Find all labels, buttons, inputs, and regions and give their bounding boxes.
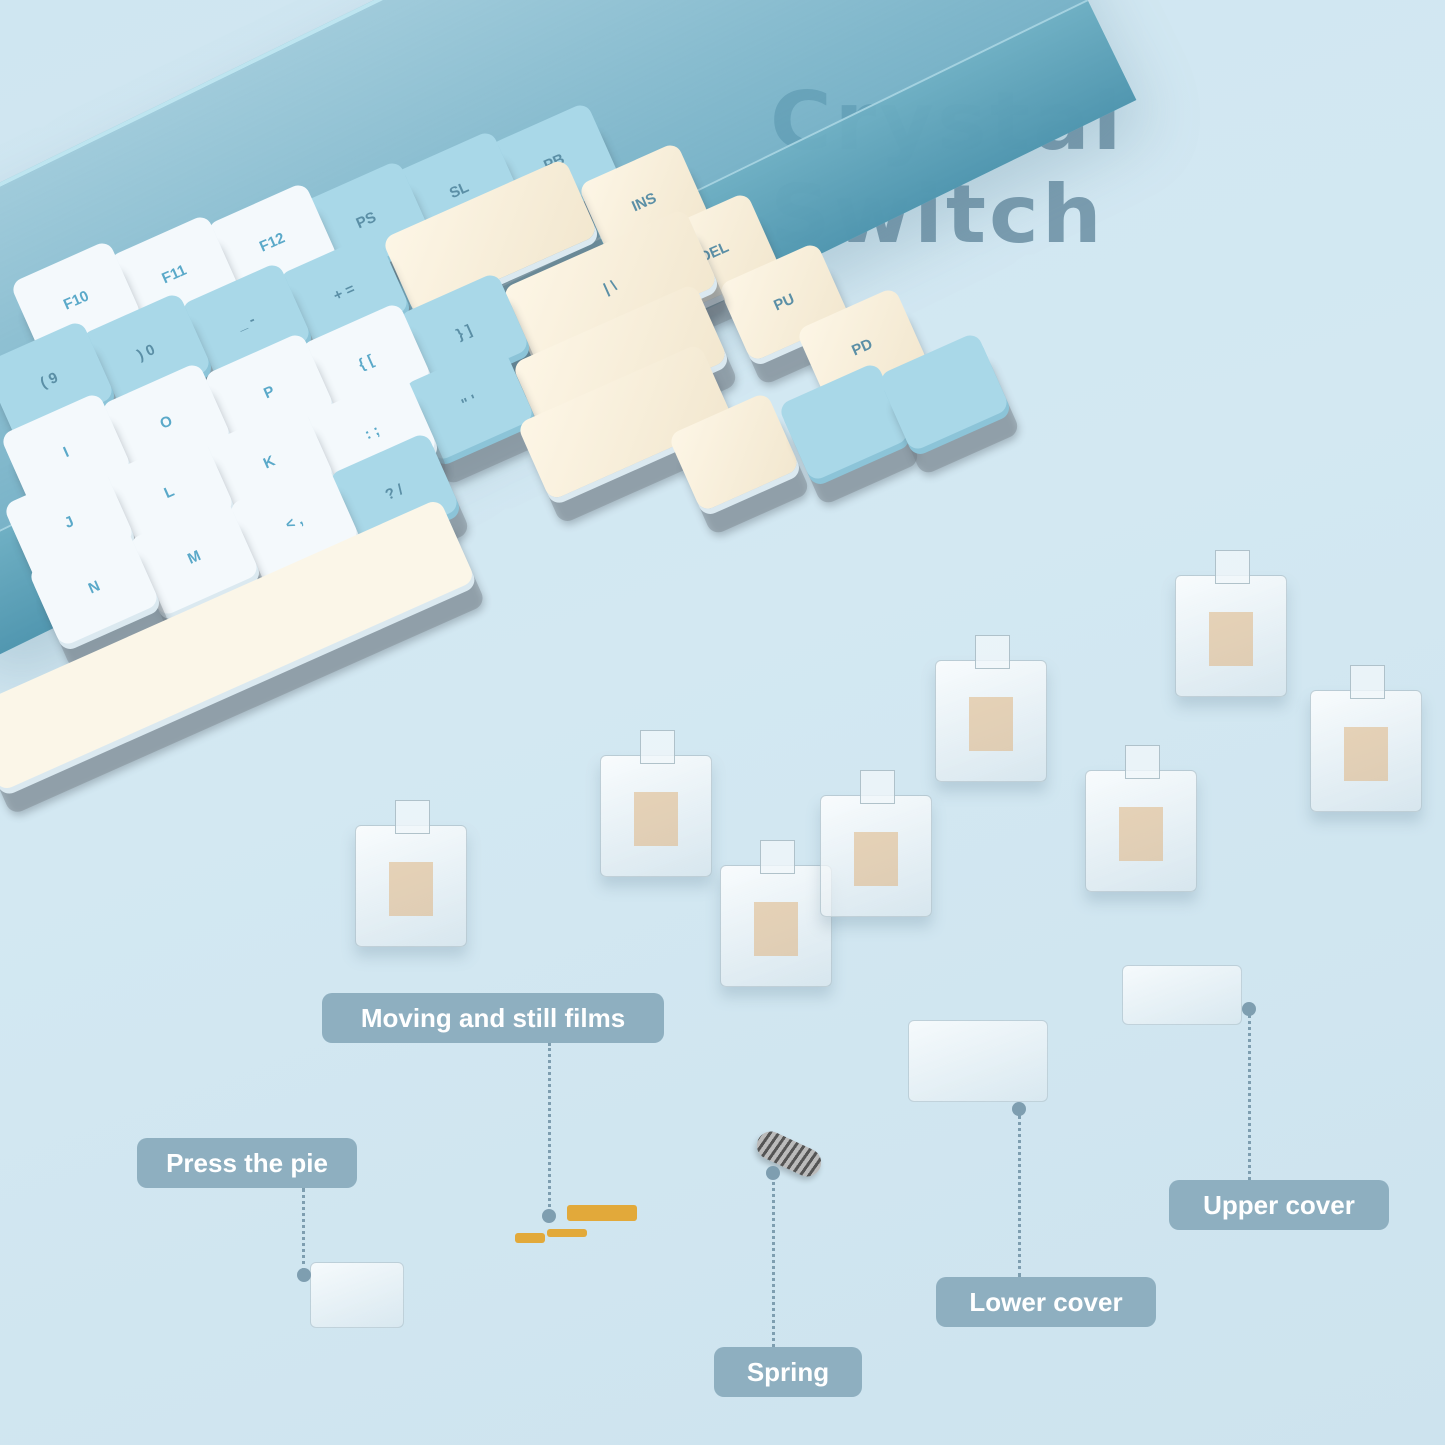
callout-spring: Spring xyxy=(714,1347,862,1397)
leader-line-spring xyxy=(772,1175,775,1347)
callout-moving-and-still-films: Moving and still films xyxy=(322,993,664,1043)
leader-dot-upper-cover xyxy=(1242,1002,1256,1016)
press-pie-part xyxy=(310,1262,404,1328)
switch-1 xyxy=(355,800,467,947)
switch-7 xyxy=(1175,550,1287,697)
spring-part xyxy=(752,1126,826,1182)
switch-2 xyxy=(600,730,712,877)
switch-4 xyxy=(820,770,932,917)
leader-dot-films xyxy=(542,1209,556,1223)
leader-dot-press-pie xyxy=(297,1268,311,1282)
lower-cover-part xyxy=(908,1020,1048,1102)
callout-lower-cover: Lower cover xyxy=(936,1277,1156,1327)
switch-6 xyxy=(1085,745,1197,892)
callout-upper-cover: Upper cover xyxy=(1169,1180,1389,1230)
leader-line-press-pie xyxy=(302,1188,305,1272)
switch-3 xyxy=(720,840,832,987)
leader-line-lower-cover xyxy=(1018,1115,1021,1277)
leader-dot-spring xyxy=(766,1166,780,1180)
switch-5 xyxy=(935,635,1047,782)
upper-cover-part xyxy=(1122,965,1242,1025)
leader-dot-lower-cover xyxy=(1012,1102,1026,1116)
leader-line-upper-cover xyxy=(1248,1015,1251,1180)
leader-line-films xyxy=(548,1043,551,1213)
switch-8 xyxy=(1310,665,1422,812)
callout-press-the-pie: Press the pie xyxy=(137,1138,357,1188)
films-part xyxy=(515,1205,637,1245)
